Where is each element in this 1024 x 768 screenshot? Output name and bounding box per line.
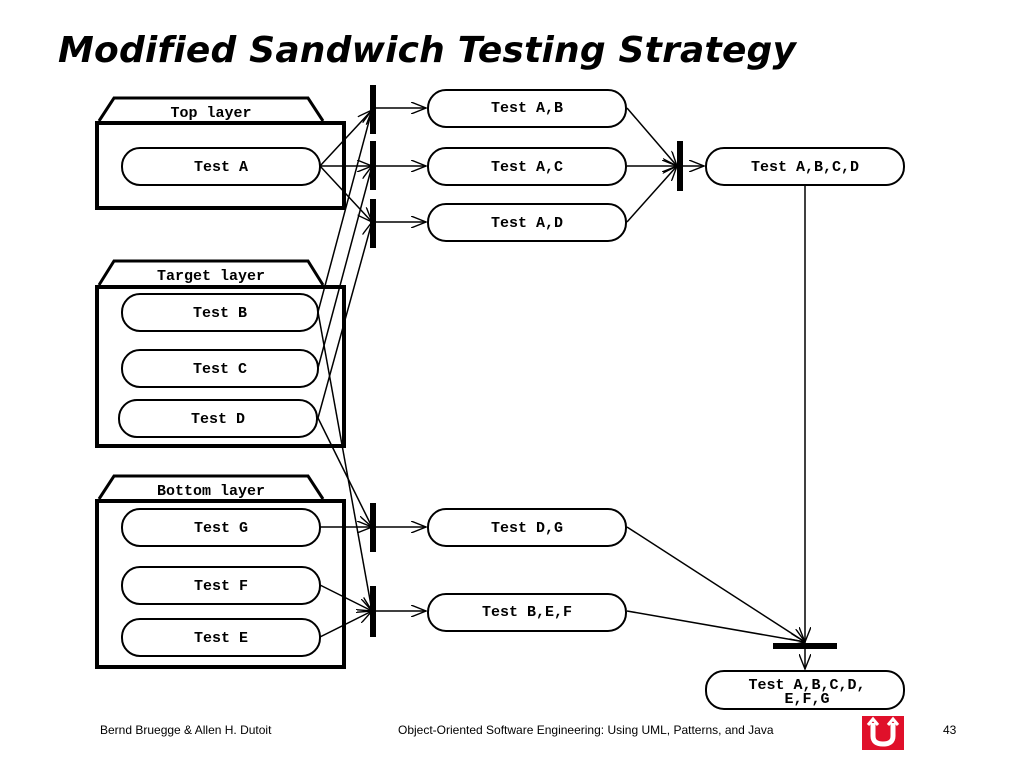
logo-u-icon: [866, 716, 900, 747]
svg-text:Test C: Test C: [193, 361, 247, 378]
edge-a-to-bar-ad: [319, 165, 372, 222]
node-test-bef: Test B,E,F: [427, 593, 627, 632]
slide-title: Modified Sandwich Testing Strategy: [58, 30, 797, 71]
edge-c-to-bar-ac: [317, 166, 372, 369]
sync-bar-dg: [370, 503, 376, 552]
node-test-c: Test C: [121, 349, 319, 388]
footer-book-title: Object-Oriented Software Engineering: Us…: [398, 723, 774, 737]
page-number: 43: [943, 723, 957, 737]
svg-text:Test A: Test A: [194, 159, 248, 176]
edge-ab-to-bar-abcd: [626, 107, 677, 166]
sync-bar-final: [773, 643, 837, 649]
node-test-b: Test B: [121, 293, 319, 332]
edge-f-to-bar-bef: [319, 584, 372, 611]
node-test-ab: Test A,B: [427, 89, 627, 128]
edge-e-to-bar-bef: [319, 611, 372, 638]
node-test-g: Test G: [121, 508, 321, 547]
node-test-ac: Test A,C: [427, 147, 627, 186]
connections: [317, 107, 805, 669]
edge-d-to-bar-ad: [317, 222, 372, 419]
node-test-a: Test A: [121, 147, 321, 186]
activity-nodes: Test A Test B Test C Test D Test G Test …: [118, 89, 905, 710]
svg-text:Test A,B,C,D,: Test A,B,C,D,: [748, 677, 865, 694]
top-layer-tab: [97, 96, 325, 122]
edge-ad-to-bar-abcd: [626, 166, 677, 223]
svg-text:Test A,C: Test A,C: [491, 159, 563, 176]
svg-text:Test B: Test B: [193, 305, 247, 322]
svg-text:Test A,D: Test A,D: [491, 215, 563, 232]
target-layer-tab: [97, 259, 325, 286]
svg-text:Test A,B: Test A,B: [491, 100, 563, 117]
node-test-dg: Test D,G: [427, 508, 627, 547]
node-test-d: Test D: [118, 399, 318, 438]
node-test-ad: Test A,D: [427, 203, 627, 242]
bottom-layer-tab: [97, 474, 325, 500]
node-test-final: Test A,B,C,D, E,F,G: [705, 670, 905, 710]
svg-text:Test E: Test E: [194, 630, 248, 647]
svg-text:Test D,G: Test D,G: [491, 520, 563, 537]
node-test-abcd: Test A,B,C,D: [705, 147, 905, 186]
svg-text:Test F: Test F: [194, 578, 248, 595]
svg-text:Test A,B,C,D: Test A,B,C,D: [751, 159, 859, 176]
sync-bar-ad: [370, 199, 376, 248]
sync-bar-ac: [370, 141, 376, 190]
sync-bars: [370, 85, 837, 649]
edge-b-to-bar-ab: [317, 110, 372, 313]
node-test-f: Test F: [121, 566, 321, 605]
svg-text:Test D: Test D: [191, 411, 245, 428]
target-layer-label: Target layer: [157, 268, 265, 285]
footer-authors: Bernd Bruegge & Allen H. Dutoit: [100, 723, 272, 737]
edge-dg-to-final-bar: [626, 526, 805, 642]
node-test-e: Test E: [121, 618, 321, 657]
edge-d-to-bar-dg: [317, 417, 372, 527]
svg-text:Test G: Test G: [194, 520, 248, 537]
svg-text:Test B,E,F: Test B,E,F: [482, 604, 572, 621]
edge-bef-to-final-bar: [626, 610, 805, 642]
top-layer-label: Top layer: [170, 105, 251, 122]
bottom-layer-label: Bottom layer: [157, 483, 265, 500]
sync-bar-ab: [370, 85, 376, 134]
svg-text:E,F,G: E,F,G: [784, 691, 829, 708]
university-logo: [862, 716, 904, 750]
edge-b-to-bar-bef: [317, 311, 372, 611]
sync-bar-bef: [370, 586, 376, 637]
sync-bar-abcd: [677, 141, 683, 191]
